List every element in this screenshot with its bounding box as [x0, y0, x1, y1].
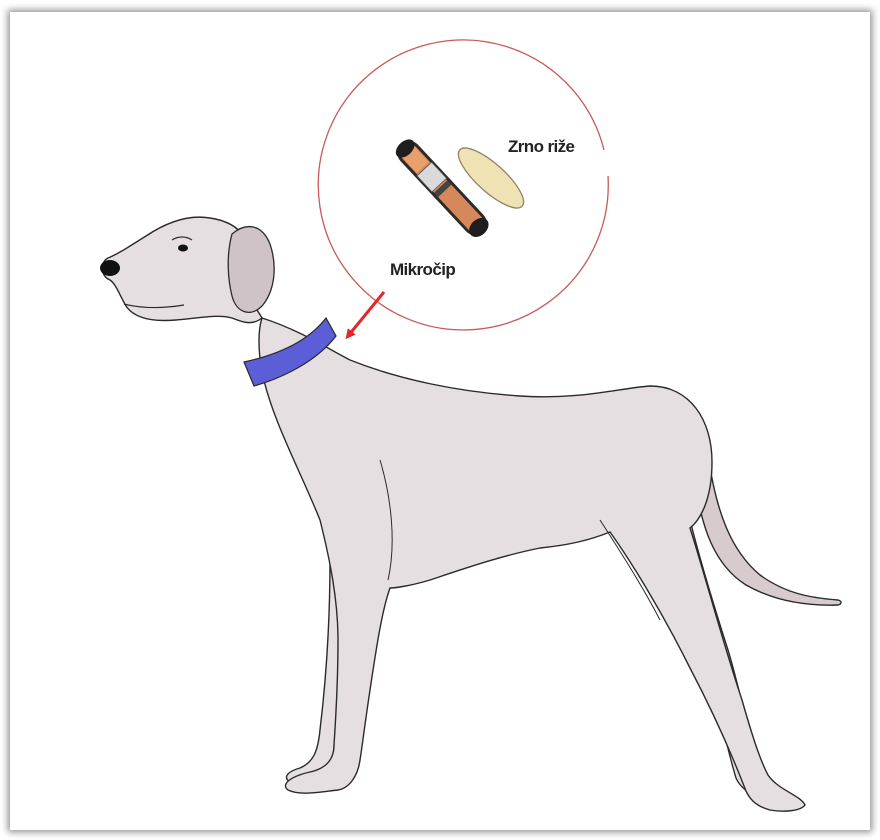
- callout-circle: [318, 40, 608, 330]
- rice-grain-label: Zrno riže: [508, 137, 575, 156]
- tail: [694, 455, 841, 605]
- ear: [228, 227, 274, 313]
- callout: Zrno riže Mikročip: [318, 40, 608, 330]
- microchip-label: Mikročip: [390, 260, 455, 279]
- nose-icon: [100, 260, 120, 276]
- eye-icon: [178, 245, 188, 252]
- arrow-icon: [348, 292, 384, 336]
